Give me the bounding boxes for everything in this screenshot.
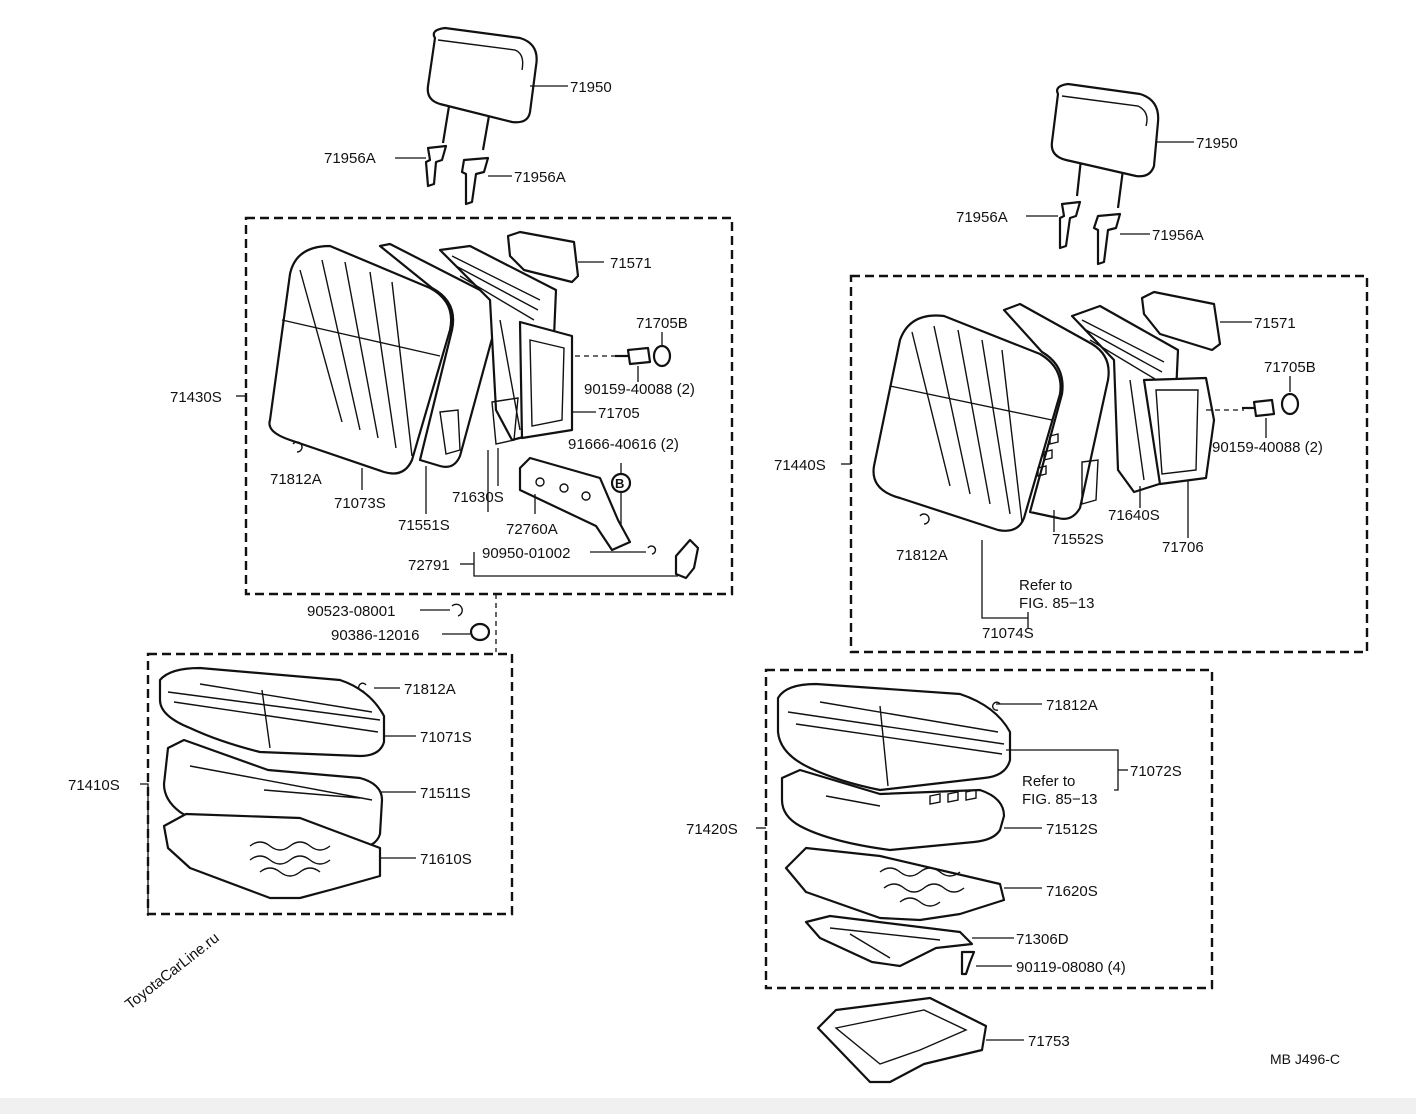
left-seatback-box xyxy=(244,216,734,596)
label-71812a-left-2: 71812A xyxy=(404,681,456,698)
label-refer-2b: FIG. 85−13 xyxy=(1022,791,1097,808)
right-headrest xyxy=(1050,82,1160,209)
bottom-strip xyxy=(0,1098,1416,1114)
left-tag-71571 xyxy=(506,230,580,284)
label-90523: 90523-08001 xyxy=(307,603,395,620)
diagram-code: MB J496-C xyxy=(1270,1051,1340,1067)
label-71552s: 71552S xyxy=(1052,531,1104,548)
label-71630s: 71630S xyxy=(452,489,504,506)
label-71956a-left-1: 71956A xyxy=(324,150,376,167)
label-71956a-right-1: 71956A xyxy=(956,209,1008,226)
watermark-text: ToyotaCarLine.ru xyxy=(122,929,222,1013)
left-recliner xyxy=(361,448,700,580)
left-headrest-guides xyxy=(424,144,490,206)
left-cushion-box xyxy=(146,652,514,916)
label-90119: 90119-08080 (4) xyxy=(1016,959,1126,976)
right-cushion-box xyxy=(764,668,1214,990)
right-seatback xyxy=(872,302,1216,532)
right-seat-cushion xyxy=(756,682,1128,976)
label-71511s: 71511S xyxy=(420,785,471,802)
label-72791: 72791 xyxy=(408,557,450,574)
label-91666-left: 91666-40616 (2) xyxy=(568,436,679,453)
right-tray-71753 xyxy=(816,996,1024,1084)
label-refer-1a: Refer to xyxy=(1019,577,1072,594)
label-71950-left: 71950 xyxy=(570,79,612,96)
left-seatback xyxy=(268,242,574,475)
label-71420s: 71420S xyxy=(686,821,738,838)
label-b-marker: B xyxy=(615,476,624,491)
label-71430s: 71430S xyxy=(170,389,222,406)
label-71074s: 71074S xyxy=(982,625,1034,642)
label-71410s: 71410S xyxy=(68,777,120,794)
label-71306d: 71306D xyxy=(1016,931,1069,948)
label-71812a-left-1: 71812A xyxy=(270,471,322,488)
right-headrest-guides xyxy=(1058,200,1122,266)
label-refer-2a: Refer to xyxy=(1022,773,1075,790)
left-seat-cushion xyxy=(140,666,416,916)
right-seat-assembly xyxy=(756,82,1369,1084)
label-71571-left: 71571 xyxy=(610,255,652,272)
label-71956a-right-2: 71956A xyxy=(1152,227,1204,244)
label-71753: 71753 xyxy=(1028,1033,1070,1050)
label-71640s: 71640S xyxy=(1108,507,1160,524)
label-71551s: 71551S xyxy=(398,517,450,534)
label-71706: 71706 xyxy=(1162,539,1204,556)
label-90386: 90386-12016 xyxy=(331,627,419,644)
left-seat-assembly xyxy=(140,26,734,916)
label-71620s: 71620S xyxy=(1046,883,1098,900)
label-71950-right: 71950 xyxy=(1196,135,1238,152)
label-71071s: 71071S xyxy=(420,729,472,746)
label-72760a: 72760A xyxy=(506,521,558,538)
label-71072s: 71072S xyxy=(1130,763,1182,780)
right-tag-71571 xyxy=(1140,290,1222,352)
label-90159-right: 90159-40088 (2) xyxy=(1212,439,1323,456)
left-headrest xyxy=(426,26,538,151)
label-71440s: 71440S xyxy=(774,457,826,474)
label-71705b-right: 71705B xyxy=(1264,359,1316,376)
label-71812a-right-1: 71812A xyxy=(896,547,948,564)
label-71705b-left: 71705B xyxy=(636,315,688,332)
label-71512s: 71512S xyxy=(1046,821,1098,838)
label-90159-left: 90159-40088 (2) xyxy=(584,381,695,398)
label-71956a-left-2: 71956A xyxy=(514,169,566,186)
label-71812a-right-2: 71812A xyxy=(1046,697,1098,714)
label-71705-left: 71705 xyxy=(598,405,640,422)
label-71571-right: 71571 xyxy=(1254,315,1296,332)
label-71073s: 71073S xyxy=(334,495,386,512)
label-refer-1b: FIG. 85−13 xyxy=(1019,595,1094,612)
label-90950: 90950-01002 xyxy=(482,545,570,562)
label-71610s: 71610S xyxy=(420,851,472,868)
